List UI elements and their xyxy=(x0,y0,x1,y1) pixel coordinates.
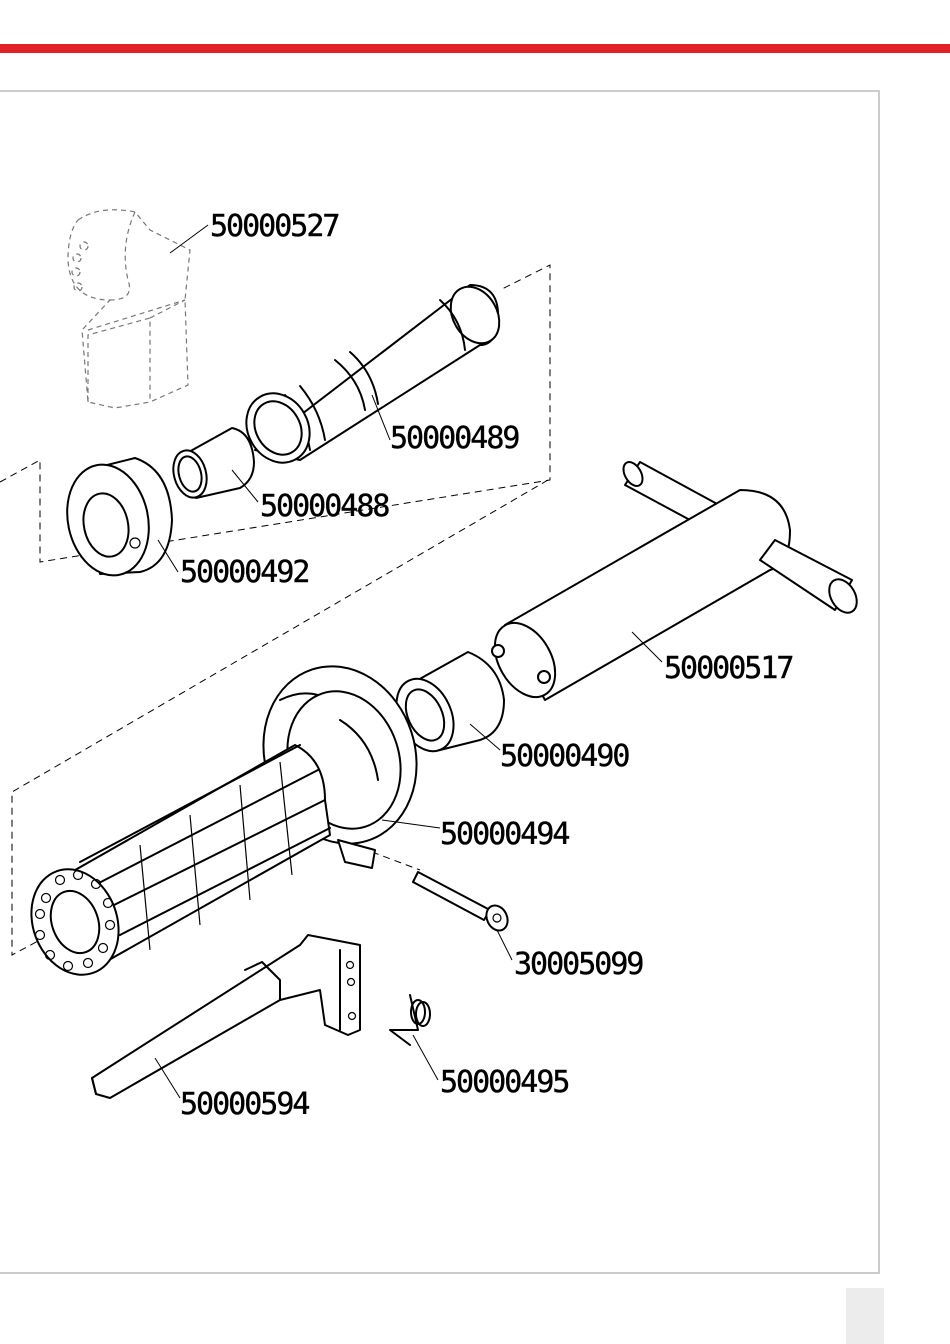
label-part-50000495: 50000495 xyxy=(440,1065,569,1100)
part-50000495-spring xyxy=(390,995,430,1045)
part-30005099-screw xyxy=(413,872,512,934)
label-part-30005099: 30005099 xyxy=(514,947,643,982)
part-50000527-housing xyxy=(68,210,190,408)
label-part-50000527: 50000527 xyxy=(210,209,339,244)
part-50000492-collar xyxy=(57,457,172,583)
part-50000494-grip xyxy=(17,646,439,987)
part-50000488-bushing xyxy=(168,428,254,501)
label-part-50000490: 50000490 xyxy=(500,739,629,774)
label-part-50000492: 50000492 xyxy=(180,555,309,590)
label-part-50000594: 50000594 xyxy=(180,1087,309,1122)
label-part-50000517: 50000517 xyxy=(664,651,793,686)
part-50000594-lever xyxy=(92,935,360,1098)
label-part-50000494: 50000494 xyxy=(440,817,569,852)
label-part-50000488: 50000488 xyxy=(260,489,389,524)
label-part-50000489: 50000489 xyxy=(390,421,519,456)
